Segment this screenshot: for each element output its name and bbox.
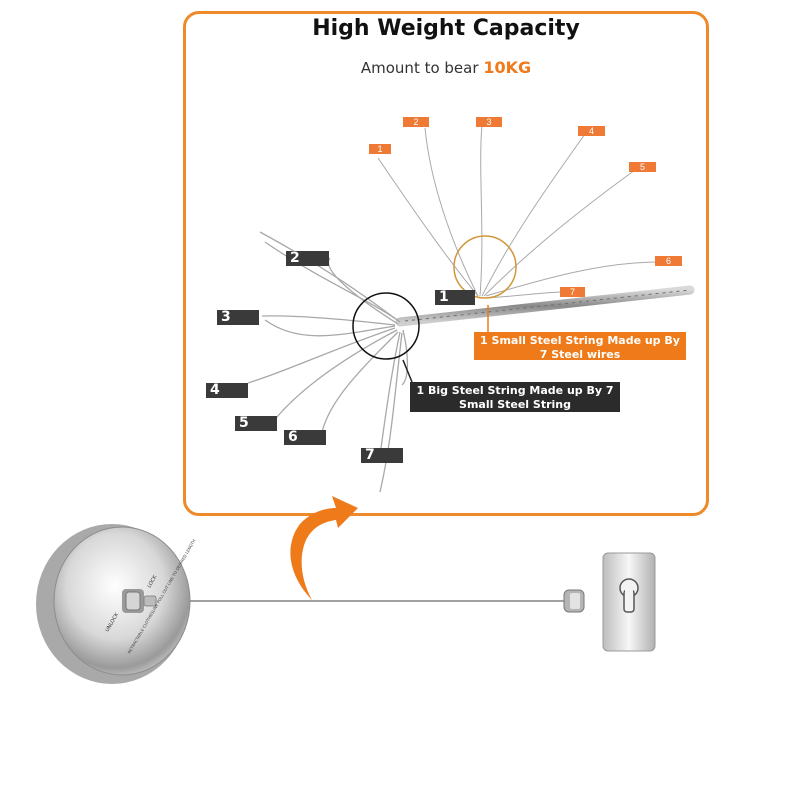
big-strand-label-7: 7 <box>361 448 403 463</box>
small-wire-label-1: 1 <box>369 144 391 154</box>
small-wire-label-5: 5 <box>629 162 656 172</box>
big-strand-label-1: 1 <box>435 290 475 305</box>
weight-value: 10KG <box>483 58 532 77</box>
small-wire-label-4: 4 <box>578 126 605 136</box>
retractable-reel <box>36 524 191 684</box>
big-steel-string-callout: 1 Big Steel String Made up By 7 Small St… <box>410 382 620 412</box>
big-strands <box>247 231 409 493</box>
big-strand-label-3: 3 <box>217 310 259 325</box>
small-wires <box>377 124 661 299</box>
small-wire-label-3: 3 <box>476 117 502 127</box>
wall-hook <box>563 552 656 652</box>
capacity-panel <box>183 11 709 516</box>
big-strand-label-2: 2 <box>286 251 329 266</box>
panel-title: High Weight Capacity <box>312 16 580 41</box>
curved-arrow-icon <box>290 496 358 600</box>
small-wire-label-2: 2 <box>403 117 429 127</box>
small-wire-label-6: 6 <box>655 256 682 266</box>
big-strand-label-4: 4 <box>206 383 248 398</box>
big-strand-highlight-circle <box>352 292 420 360</box>
steel-cable <box>395 285 695 327</box>
big-callout-connector <box>402 359 413 383</box>
big-strand-label-6: 6 <box>284 430 326 445</box>
small-wire-highlight-circle <box>453 235 517 299</box>
small-wire-label-7: 7 <box>560 287 585 297</box>
small-steel-string-callout: 1 Small Steel String Made up By 7 Steel … <box>474 332 686 361</box>
big-strand-label-5: 5 <box>235 416 277 431</box>
panel-subtitle: Amount to bear 10KG <box>183 58 709 77</box>
subtitle-prefix: Amount to bear <box>360 59 479 77</box>
